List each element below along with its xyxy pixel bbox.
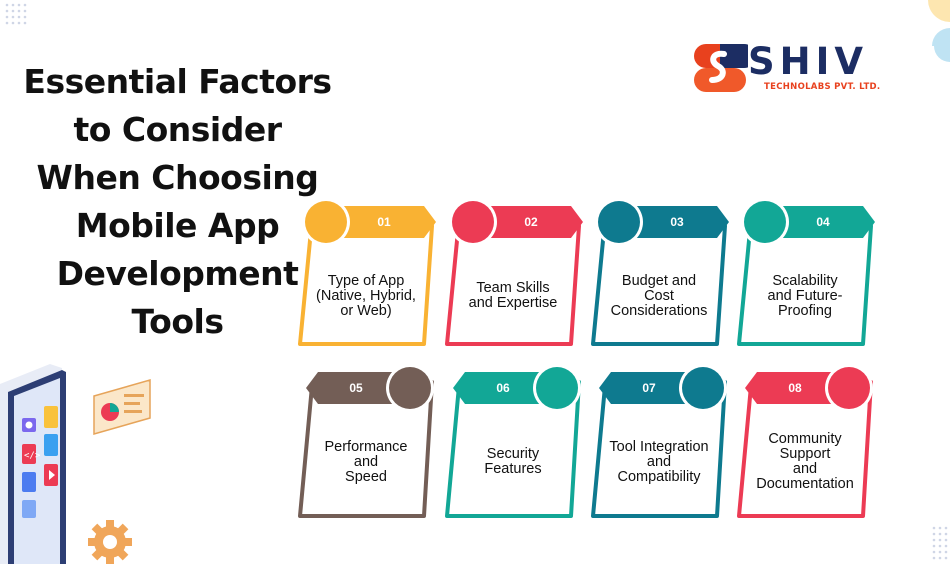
logo-mark-icon [694, 44, 748, 92]
page-title: Essential Factors to Consider When Choos… [10, 58, 345, 346]
title-line: Essential Factors [23, 62, 332, 101]
card-label-line: Speed [345, 468, 387, 485]
card-label-line: Team Skills [476, 280, 550, 296]
number-badge [828, 367, 870, 409]
number-ribbon [330, 206, 436, 238]
card-label-line: or Web) [340, 302, 392, 319]
card-label: Type of App(Native, Hybrid,or Web) [308, 272, 424, 319]
grid-app-icon [22, 472, 36, 492]
number-ribbon [599, 372, 695, 404]
card-number: 03 [670, 215, 684, 229]
card-label-line: Performance [324, 438, 408, 455]
number-ribbon [769, 206, 875, 238]
title-line: Mobile App [75, 206, 280, 245]
factor-card: 02 [445, 198, 583, 346]
mobile-phone-illustration: </> [0, 364, 151, 564]
cloud-app-icon [44, 434, 58, 456]
factor-card: 08 [737, 364, 873, 518]
card-label-line: Documentation [756, 476, 854, 492]
chart-card-icon [93, 379, 151, 435]
title-line: When Choosing [36, 158, 319, 197]
card-label-line: Type of App [327, 272, 405, 289]
factor-card: 05 [298, 364, 434, 518]
card-label-line: (Native, Hybrid, [316, 287, 416, 304]
title-line: to Consider [73, 110, 282, 149]
decorative-dots-bottom-right [932, 526, 948, 560]
folder-app-icon [44, 406, 58, 428]
card-label-line: Proofing [777, 302, 832, 319]
card-label-line: Budget and [621, 272, 697, 289]
number-badge [536, 367, 578, 409]
card-label-line: Features [484, 461, 542, 477]
card-label-line: and [353, 453, 379, 470]
card-number: 01 [377, 215, 391, 229]
card-number: 02 [524, 215, 538, 229]
code-app-icon [22, 444, 36, 464]
card-label-line: Compatibility [617, 468, 701, 485]
number-badge [452, 201, 494, 243]
title-line: Tools [131, 302, 224, 341]
card-label-line: and Future- [767, 287, 843, 304]
number-badge [744, 201, 786, 243]
card-number: 08 [788, 381, 802, 395]
factor-card: 03 [591, 198, 729, 346]
card-label-line: Considerations [610, 302, 708, 319]
svg-text:</>: </> [24, 451, 41, 461]
card-label-line: Community [768, 431, 842, 447]
card-number: 04 [816, 215, 830, 229]
decorative-dots-top-left [5, 3, 27, 25]
company-logo: SHIV TECHNOLABS PVT. LTD. [690, 40, 900, 100]
card-number: 05 [349, 381, 363, 395]
card-label-line: and Expertise [468, 295, 558, 311]
number-ribbon [306, 372, 402, 404]
number-ribbon [623, 206, 729, 238]
number-badge [389, 367, 431, 409]
card-label-line: Cost [644, 287, 674, 304]
logo-wordmark: SHIV [748, 40, 869, 83]
card-label-line: and [646, 453, 672, 470]
number-badge [682, 367, 724, 409]
factor-card: 07 [591, 364, 727, 518]
card-label-line: Tool Integration [609, 438, 709, 455]
number-ribbon [453, 372, 549, 404]
number-ribbon [745, 372, 841, 404]
number-badge [598, 201, 640, 243]
number-badge [305, 201, 347, 243]
gear-icon [88, 520, 132, 564]
decorative-corner-top-right [928, 0, 950, 62]
factor-card: 06 [445, 364, 581, 518]
card-number: 06 [496, 381, 510, 395]
number-ribbon [477, 206, 583, 238]
factor-card: 01 [298, 198, 436, 346]
card-label-line: Support [779, 446, 831, 462]
app-icon [22, 500, 36, 518]
card-label-line: Scalability [772, 272, 838, 289]
card-label-line: and [792, 461, 818, 477]
card-number: 07 [642, 381, 656, 395]
logo-subtitle: TECHNOLABS PVT. LTD. [764, 82, 881, 92]
factor-card: 04 [737, 198, 875, 346]
title-line: Development [56, 254, 299, 293]
card-label-line: Security [486, 446, 540, 462]
